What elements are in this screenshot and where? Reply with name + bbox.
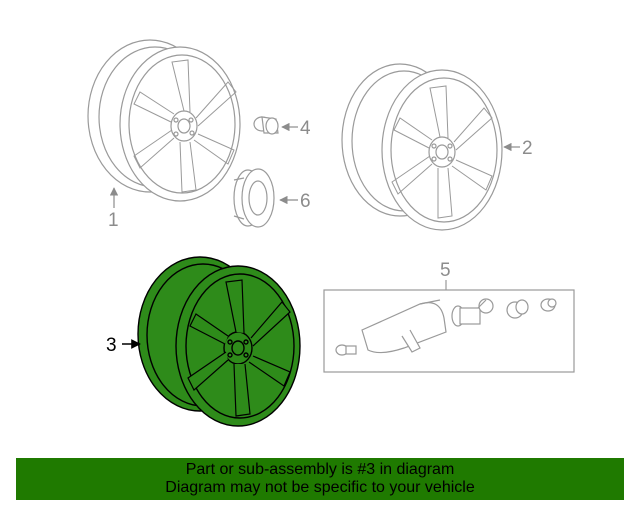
callout-3: 3 [106,335,117,356]
info-banner: Part or sub-assembly is #3 in diagram Di… [16,458,624,500]
wheel-part-2[interactable] [341,63,503,231]
banner-line-2: Diagram may not be specific to your vehi… [165,479,475,496]
callout-2: 2 [522,138,533,159]
sensor-kit-part-5[interactable] [323,289,575,373]
callout-6: 6 [300,191,311,212]
callout-1: 1 [108,210,119,231]
parts-diagram: 1 4 6 [87,39,575,427]
wheel-part-1[interactable] [87,39,241,202]
banner-line-1: Part or sub-assembly is #3 in diagram [185,461,455,478]
wheel-part-3[interactable] [137,256,301,427]
callout-4: 4 [300,118,311,139]
lug-nut-part-4[interactable] [253,116,279,135]
callout-5: 5 [440,260,451,281]
sensor-kit-box [323,289,575,373]
center-cap-part-6[interactable] [233,168,275,228]
